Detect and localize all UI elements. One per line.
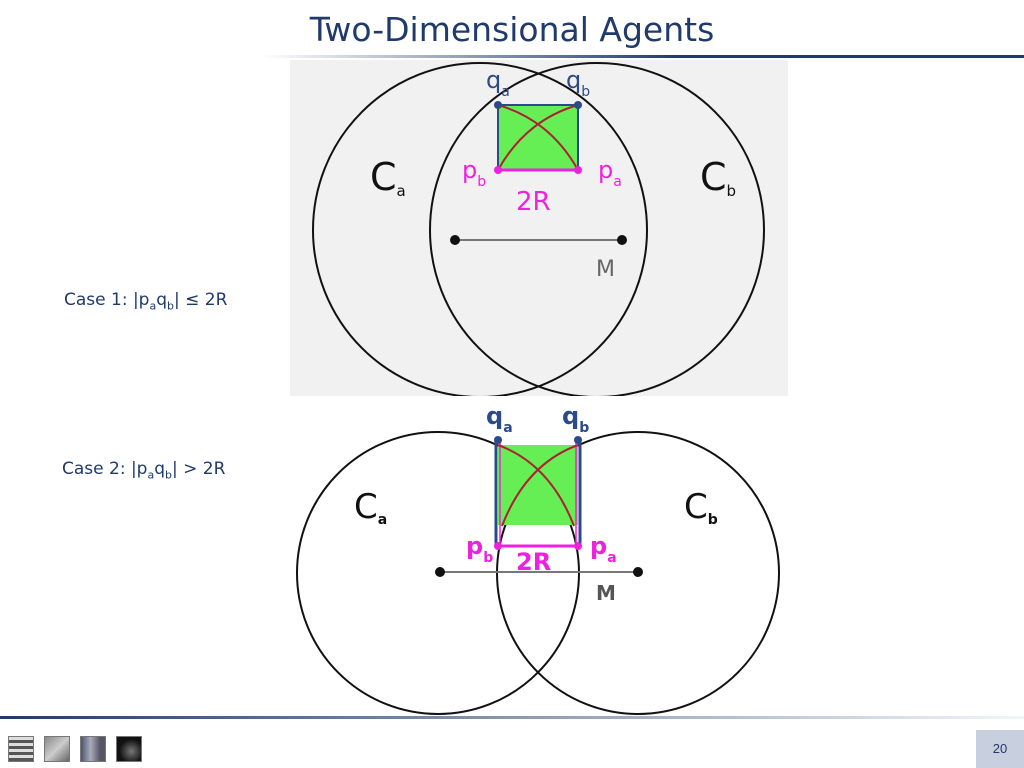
- point-pb: [494, 166, 502, 174]
- label-m: M: [596, 581, 616, 605]
- label-pa: pa: [590, 532, 617, 566]
- label-2r: 2R: [516, 187, 551, 217]
- label-qb: qb: [562, 402, 589, 436]
- case-1-label: Case 1: |paqb| ≤ 2R: [64, 290, 228, 313]
- label-pb: pb: [462, 156, 486, 190]
- case-2-label: Case 2: |paqb| > 2R: [62, 459, 226, 482]
- label-cb: Cb: [684, 487, 718, 528]
- slide-thumb-2[interactable]: [44, 736, 70, 762]
- slide-thumb-3[interactable]: [80, 736, 106, 762]
- arc-left: [497, 104, 579, 171]
- point-pa: [574, 166, 582, 174]
- label-pb: pb: [466, 532, 493, 566]
- point-qa: [494, 101, 502, 109]
- title-underline: [260, 55, 1024, 58]
- point-qb: [574, 436, 582, 444]
- square-region: [497, 104, 579, 171]
- point-pb: [494, 542, 502, 550]
- center-point-b: [617, 235, 627, 245]
- label-cb: Cb: [700, 155, 736, 200]
- label-ca: Ca: [354, 487, 387, 528]
- slide-thumbnails: [8, 736, 142, 764]
- case-2-diagram: qa qb pb pa 2R Ca Cb M: [296, 402, 780, 715]
- slide-title: Two-Dimensional Agents: [309, 10, 715, 49]
- square-region: [498, 445, 578, 525]
- circle-ca: [312, 62, 648, 396]
- slide-thumb-4[interactable]: [116, 736, 142, 762]
- arc-left: [501, 444, 579, 527]
- point-qa: [494, 436, 502, 444]
- page-number: 20: [976, 730, 1024, 768]
- center-point-a: [450, 235, 460, 245]
- label-pa: pa: [598, 156, 622, 190]
- slide-thumb-1[interactable]: [8, 736, 34, 762]
- label-2r: 2R: [516, 548, 551, 576]
- label-qb: qb: [566, 66, 590, 100]
- center-point-b: [633, 567, 643, 577]
- point-qb: [574, 101, 582, 109]
- center-point-a: [435, 567, 445, 577]
- label-qa: qa: [486, 66, 510, 100]
- arc-right: [497, 104, 579, 171]
- label-m: M: [596, 257, 615, 282]
- footer-rule: [0, 716, 1024, 719]
- arc-right: [497, 444, 575, 527]
- label-ca: Ca: [370, 155, 406, 200]
- point-pa: [574, 542, 582, 550]
- label-qa: qa: [486, 402, 513, 436]
- case-1-diagram: qa qb pb pa 2R Ca Cb M: [290, 60, 788, 396]
- circle-cb: [429, 62, 765, 396]
